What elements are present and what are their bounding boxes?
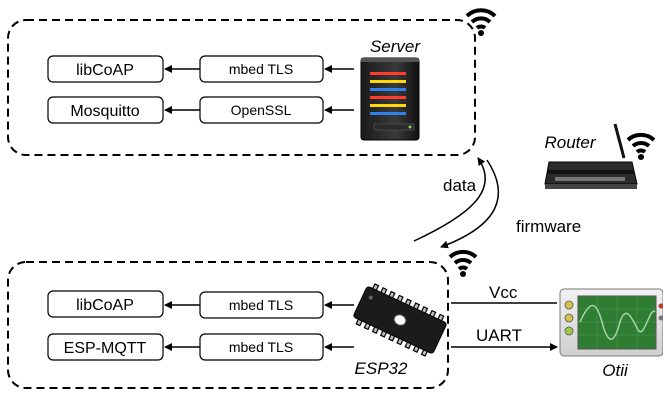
server-app-box-2	[47, 96, 164, 124]
esp32-label: ESP32	[355, 359, 408, 378]
router-group: Router	[544, 123, 656, 189]
esp32-chip-icon	[353, 283, 447, 357]
esp32-security-label-2: mbed TLS	[229, 339, 293, 355]
server-wifi-icon	[465, 8, 497, 36]
server-light-yellow	[370, 80, 406, 83]
esp32-group: libCoAP mbed TLS ESP-MQTT mbed TLS	[7, 249, 478, 389]
otii-label: Otii	[602, 361, 629, 380]
server-group-border	[7, 19, 476, 156]
server-security-label-2: OpenSSL	[231, 102, 292, 118]
otii-trace	[579, 304, 656, 340]
esp32-group-border	[7, 261, 449, 389]
vcc-label: Vcc	[489, 283, 518, 302]
esp32-app-label-2: ESP-MQTT	[64, 340, 147, 357]
firmware-label: firmware	[516, 217, 581, 236]
server-app-label-1: libCoAP	[76, 62, 134, 79]
server-app-label-2: Mosquitto	[70, 103, 139, 120]
otii-device-icon	[559, 288, 663, 357]
esp32-security-label-1: mbed TLS	[229, 297, 293, 313]
esp32-wifi-icon	[448, 249, 478, 277]
server-label: Server	[370, 37, 421, 56]
router-wifi-icon	[626, 132, 656, 160]
router-label: Router	[544, 133, 596, 152]
data-label: data	[443, 176, 477, 195]
otii-group: Otii	[559, 288, 663, 380]
server-app-box-1	[47, 55, 164, 83]
esp32-app-box-1	[47, 290, 164, 318]
server-light-red	[370, 72, 406, 75]
esp32-app-box-2	[47, 333, 164, 361]
server-light-blue	[370, 88, 406, 91]
firmware-flow-arrow	[440, 159, 500, 249]
server-security-label-1: mbed TLS	[229, 61, 293, 77]
link-group: data firmware	[413, 157, 581, 249]
otii-link-group: Vcc UART	[451, 283, 558, 351]
uart-label: UART	[476, 326, 522, 345]
esp32-app-label-1: libCoAP	[76, 297, 134, 314]
server-group: libCoAP mbed TLS Mosquitto OpenSSL Serve…	[7, 8, 497, 156]
server-tower-icon	[360, 57, 420, 141]
router-device-icon	[544, 123, 638, 189]
data-flow-arrow	[413, 157, 486, 242]
